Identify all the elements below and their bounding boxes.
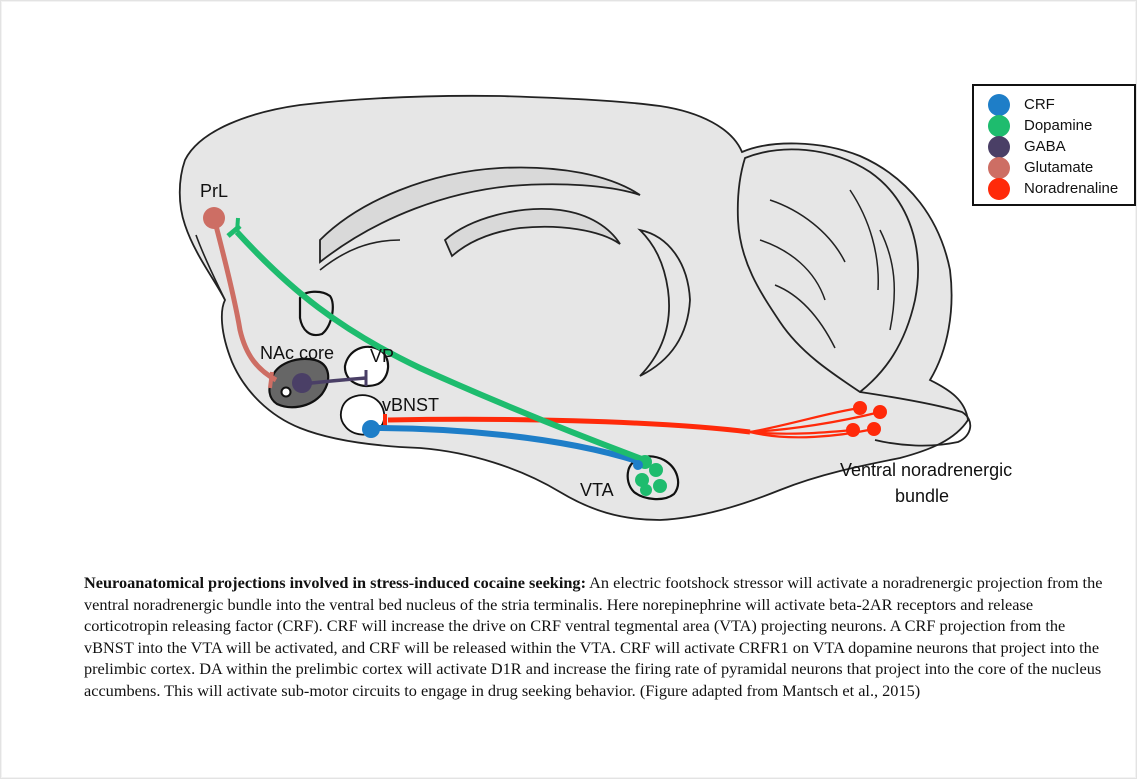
label-vp: VP: [370, 346, 394, 366]
dopamine-neuron: [649, 463, 663, 477]
legend-dot-icon: [988, 157, 1010, 179]
legend-dot-icon: [988, 94, 1010, 116]
noradrenaline-neuron: [873, 405, 887, 419]
dopamine-neuron: [653, 479, 667, 493]
glutamate-neuron: [203, 207, 225, 229]
caption-title: Neuroanatomical projections involved in …: [84, 573, 586, 592]
label-vta: VTA: [580, 480, 614, 500]
figure-caption: Neuroanatomical projections involved in …: [84, 572, 1114, 702]
legend-item-noradrenaline: Noradrenaline: [988, 178, 1134, 199]
legend-item-glutamate: Glutamate: [988, 157, 1134, 178]
legend-label: Dopamine: [1024, 117, 1092, 134]
crf-terminal: [633, 460, 643, 470]
legend-label: Glutamate: [1024, 159, 1093, 176]
legend-item-dopamine: Dopamine: [988, 115, 1134, 136]
label-vnab-line2: bundle: [895, 486, 949, 506]
crf-neuron: [362, 420, 380, 438]
legend-item-gaba: GABA: [988, 136, 1134, 157]
noradrenaline-neuron: [867, 422, 881, 436]
legend-dot-icon: [988, 115, 1010, 137]
brain-diagram: PrL NAc core VP vBNST VTA Ventral noradr…: [0, 0, 1139, 560]
dopamine-neuron: [640, 484, 652, 496]
caption-body: An electric footshock stressor will acti…: [84, 573, 1102, 700]
legend-dot-icon: [988, 178, 1010, 200]
noradrenaline-neuron: [853, 401, 867, 415]
label-vnab-line1: Ventral noradrenergic: [840, 460, 1012, 480]
legend-label: Noradrenaline: [1024, 180, 1118, 197]
label-prl: PrL: [200, 181, 228, 201]
legend-item-crf: CRF: [988, 94, 1134, 115]
legend: CRF Dopamine GABA Glutamate Noradrenalin…: [972, 84, 1136, 206]
label-nac-core: NAc core: [260, 343, 334, 363]
noradrenaline-neuron: [846, 423, 860, 437]
legend-label: GABA: [1024, 138, 1066, 155]
legend-dot-icon: [988, 136, 1010, 158]
label-vbnst: vBNST: [382, 395, 439, 415]
gaba-neuron: [292, 373, 312, 393]
legend-label: CRF: [1024, 96, 1055, 113]
